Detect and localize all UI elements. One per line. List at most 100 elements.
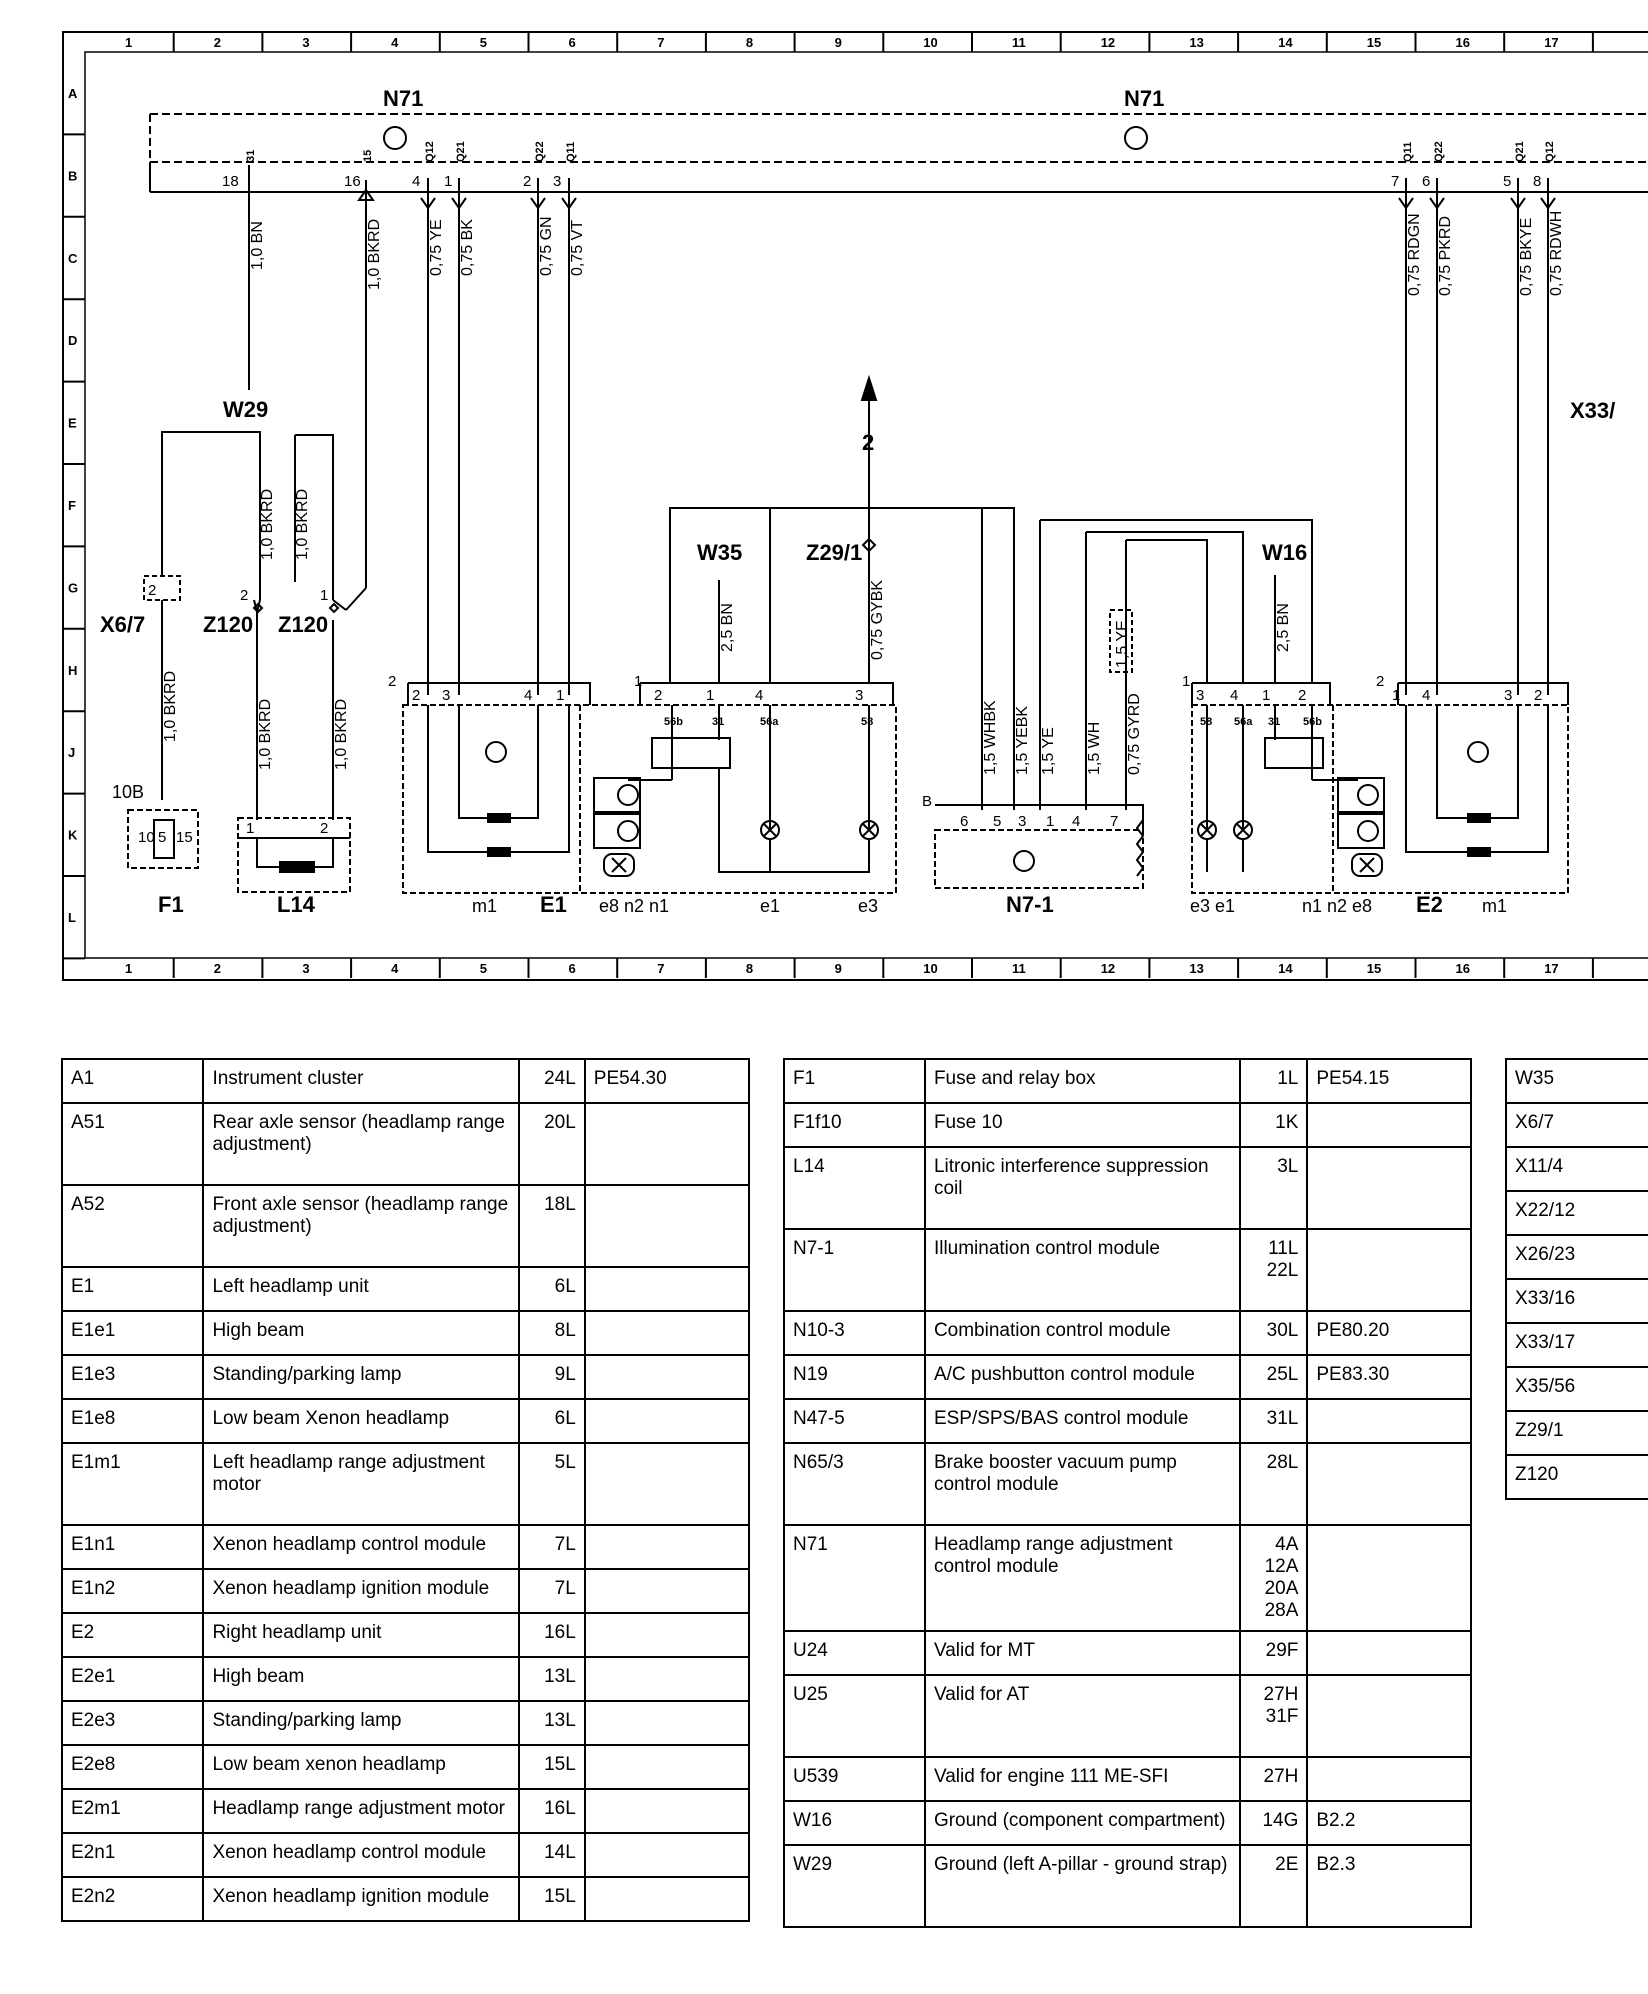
legend-pos: 18L <box>518 1184 586 1268</box>
legend-pos: 11L 22L <box>1238 1228 1309 1312</box>
pin-n7-4: 4 <box>1072 813 1080 830</box>
signal-q22-right: Q22 <box>1433 141 1445 162</box>
n7-1-transistor-icon <box>1013 850 1035 872</box>
legend-code: N7-1 <box>783 1228 926 1312</box>
legend-pos: 20L <box>518 1102 586 1186</box>
pin-z120a: 2 <box>240 587 248 604</box>
grid-column-label: 3 <box>302 35 309 50</box>
terminal-56b-left: 56b <box>664 716 683 728</box>
legend-row: X35/56 <box>1505 1366 1648 1412</box>
legend-code: N71 <box>783 1524 926 1632</box>
legend-code: Z120 <box>1505 1454 1648 1500</box>
wire-label-n71-3: 0,75 VT <box>569 220 586 276</box>
pin-el-2: 2 <box>654 687 662 704</box>
m1-label-left: m1 <box>472 896 497 916</box>
pin-f1-15: 15 <box>176 829 193 846</box>
legend-desc: Fuse 10 <box>923 1102 1241 1148</box>
pin-x67-2: 2 <box>148 582 156 599</box>
grid-column-label: 1 <box>125 961 132 976</box>
pin-el-1: 1 <box>706 687 714 704</box>
f1-label: F1 <box>158 892 184 917</box>
pin-el-4: 4 <box>755 687 763 704</box>
pin-e2-lamps-1: 1 <box>1182 673 1190 690</box>
wire-label-w16: 2,5 BN <box>1275 603 1292 652</box>
grid-column-label: 13 <box>1189 961 1203 976</box>
legend-code: N10-3 <box>783 1310 926 1356</box>
grid-column-label: 8 <box>746 961 753 976</box>
signal-q21-right: Q21 <box>1514 141 1526 162</box>
pin-n71-2: 2 <box>523 173 531 190</box>
grid-column-label: 7 <box>657 961 664 976</box>
legend-code: E2e8 <box>60 1744 205 1790</box>
legend-row: X33/16 <box>1505 1278 1648 1324</box>
fuse-10b-label: 10B <box>112 782 144 802</box>
legend-pos: 6L <box>518 1266 586 1312</box>
grid-column-label: 6 <box>569 961 576 976</box>
pin-n71-8: 8 <box>1533 173 1541 190</box>
pin-arrow <box>1510 197 1526 210</box>
fuse-10-icon <box>153 819 175 859</box>
legend-ref <box>1306 1674 1472 1758</box>
legend-pos: 14L <box>518 1832 586 1878</box>
legend-code: E2e3 <box>60 1700 205 1746</box>
legend-code: N19 <box>783 1354 926 1400</box>
wire-label-n71-8: 0,75 RDWH <box>1548 211 1565 296</box>
legend-desc: Low beam Xenon headlamp <box>202 1398 521 1444</box>
x33-label: X33/ <box>1570 398 1615 423</box>
legend-code: X26/23 <box>1505 1234 1648 1280</box>
continuation-arrow-up <box>860 374 878 401</box>
legend-ref <box>583 1656 751 1702</box>
legend-code: E1 <box>60 1266 205 1312</box>
legend-code: W16 <box>783 1800 926 1846</box>
legend-desc: Xenon headlamp ignition module <box>202 1876 521 1922</box>
legend-ref <box>1306 1102 1472 1148</box>
xenon-igniter-right <box>1264 737 1324 769</box>
schematic-frame <box>62 31 1648 981</box>
legend-ref <box>583 1354 751 1400</box>
l14-label: L14 <box>277 892 316 917</box>
legend-code: Z29/1 <box>1505 1410 1648 1456</box>
grid-row-label: C <box>68 251 78 266</box>
pin-n71-4: 4 <box>412 173 420 190</box>
grid-row-label: F <box>68 498 76 513</box>
grid-column-label: 10 <box>923 961 937 976</box>
wire-label-n7-wh: 1,5 WH <box>1086 722 1103 775</box>
legend-code: E1n2 <box>60 1568 205 1614</box>
n7-1-module <box>934 829 1144 889</box>
legend-code: X33/16 <box>1505 1278 1648 1324</box>
pin-er-2: 2 <box>1298 687 1306 704</box>
legend-row: X26/23 <box>1505 1234 1648 1280</box>
e3-lamp-label: e3 <box>858 896 878 916</box>
e1-label: E1 <box>540 892 567 917</box>
legend-pos: 14G <box>1238 1800 1309 1846</box>
grid-column-label: 15 <box>1367 35 1381 50</box>
signal-q21: Q21 <box>455 141 467 162</box>
legend-ref <box>1306 1442 1472 1526</box>
legend-pos: 29F <box>1238 1630 1309 1676</box>
pin-arrow <box>420 197 436 210</box>
legend-pos: 31L <box>1238 1398 1309 1444</box>
terminal-31-right: 31 <box>1268 716 1280 728</box>
signal-q12-right: Q12 <box>1544 141 1556 162</box>
legend-desc: Valid for AT <box>923 1674 1241 1758</box>
legend-desc: Litronic interference suppression coil <box>923 1146 1241 1230</box>
wire-label-z120a-down: 1,0 BKRD <box>257 699 274 770</box>
grid-column-label: 9 <box>835 961 842 976</box>
legend-desc: ESP/SPS/BAS control module <box>923 1398 1241 1444</box>
legend-desc: Low beam xenon headlamp <box>202 1744 521 1790</box>
grid-column-label: 12 <box>1101 961 1115 976</box>
legend-ref <box>583 1442 751 1526</box>
grid-row-label: D <box>68 333 77 348</box>
m1-label-right: m1 <box>1482 896 1507 916</box>
